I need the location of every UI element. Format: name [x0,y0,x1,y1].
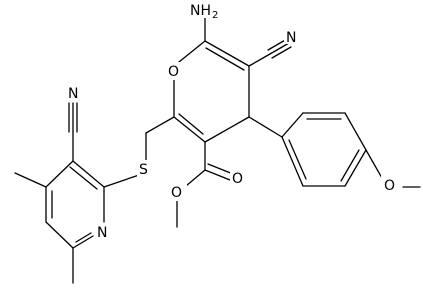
sulfur-text: S [139,162,148,178]
ester-oxygen-label: O [169,183,187,201]
nitrile-n-pyridine-text: N [68,86,78,102]
bond-s-pyridine [103,174,140,188]
bond-c4-c5 [204,116,250,143]
bond-nitrile-pyran-3 [271,46,292,59]
bond-ph4-ome [365,149,383,179]
pyridine-n-label: N [95,223,111,241]
bond-py6-n-double [75,232,92,243]
bond-py6-n [72,235,94,249]
bond-c6-ch2 [145,116,175,134]
bond-c2-c3-double [205,47,245,71]
amine-subscript-text: 2 [212,10,218,21]
bond-carbonyl-o [204,169,231,181]
methoxy-oxygen-label: O [381,175,399,194]
ester-oxygen-text: O [171,185,182,201]
atom-labels: NH 2 N O O N S N O [66,1,399,241]
bond-ph6-ph1 [281,136,304,187]
bond-ph3-ph4 [344,112,367,151]
carbonyl-oxygen-label: O [230,169,248,187]
bond-py2-py3-double [69,166,98,190]
bond-py5-py6 [45,221,74,249]
bond-carbonyl-o-double [207,163,234,175]
bond-c5-c6 [173,116,206,143]
bond-carbonyl-oester [185,169,206,187]
bond-ph6-ph1-double [288,139,307,180]
bond-py3-py4 [45,160,74,188]
bond-o1-c2 [173,40,206,67]
ring-oxygen-text: O [168,64,179,80]
nitrile-n-pyran-label: N [284,28,298,46]
bond-py2-py3 [72,160,105,188]
bond-ph1-ph2 [281,112,304,138]
amine-nh-text: NH [190,3,211,19]
bond-c4-aryl [248,116,283,138]
methoxy-oxygen-text: O [384,178,395,194]
pyridine-n-text: N [97,225,107,241]
bond-c3-cn [248,53,271,67]
bonds [14,16,421,284]
bond-nitrile-pyran-2 [267,38,288,51]
bond-nitrile-pyran-1 [269,42,290,55]
ring-oxygen-label: O [166,62,182,80]
bond-ph4-ph5 [344,149,367,187]
nitrile-n-pyridine-label: N [66,84,82,102]
bond-py4-methyl [14,172,47,188]
bond-c5-c6-double [178,113,204,135]
amine-label: NH 2 [188,1,220,21]
bond-ph4-ph5-double [340,149,360,182]
bond-c2-c3 [204,40,250,67]
carbonyl-oxygen-text: O [232,171,243,187]
sulfur-label: S [137,160,153,178]
nitrile-n-pyran-text: N [286,30,296,46]
